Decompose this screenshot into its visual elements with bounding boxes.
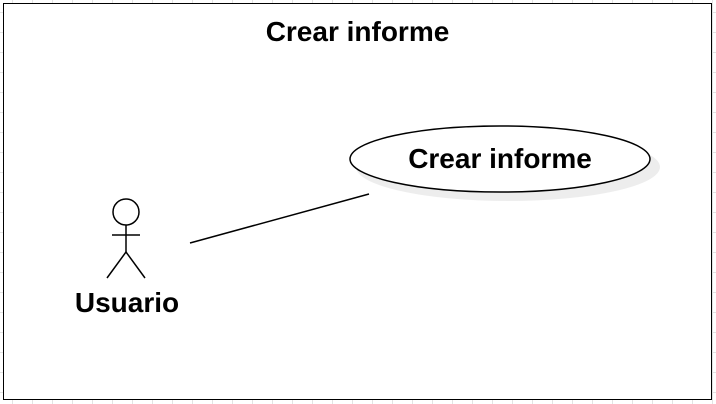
actor-right-leg <box>125 251 146 279</box>
actor-icon[interactable] <box>106 198 146 279</box>
actor-left-leg <box>106 251 127 279</box>
use-case-label: Crear informe <box>408 143 592 174</box>
actor-head <box>112 198 140 226</box>
actor-label: Usuario <box>74 287 180 318</box>
use-case-ellipse[interactable] <box>349 125 651 193</box>
system-title: Crear informe <box>265 16 450 47</box>
use-case[interactable] <box>349 125 660 201</box>
association-line[interactable] <box>189 193 370 244</box>
